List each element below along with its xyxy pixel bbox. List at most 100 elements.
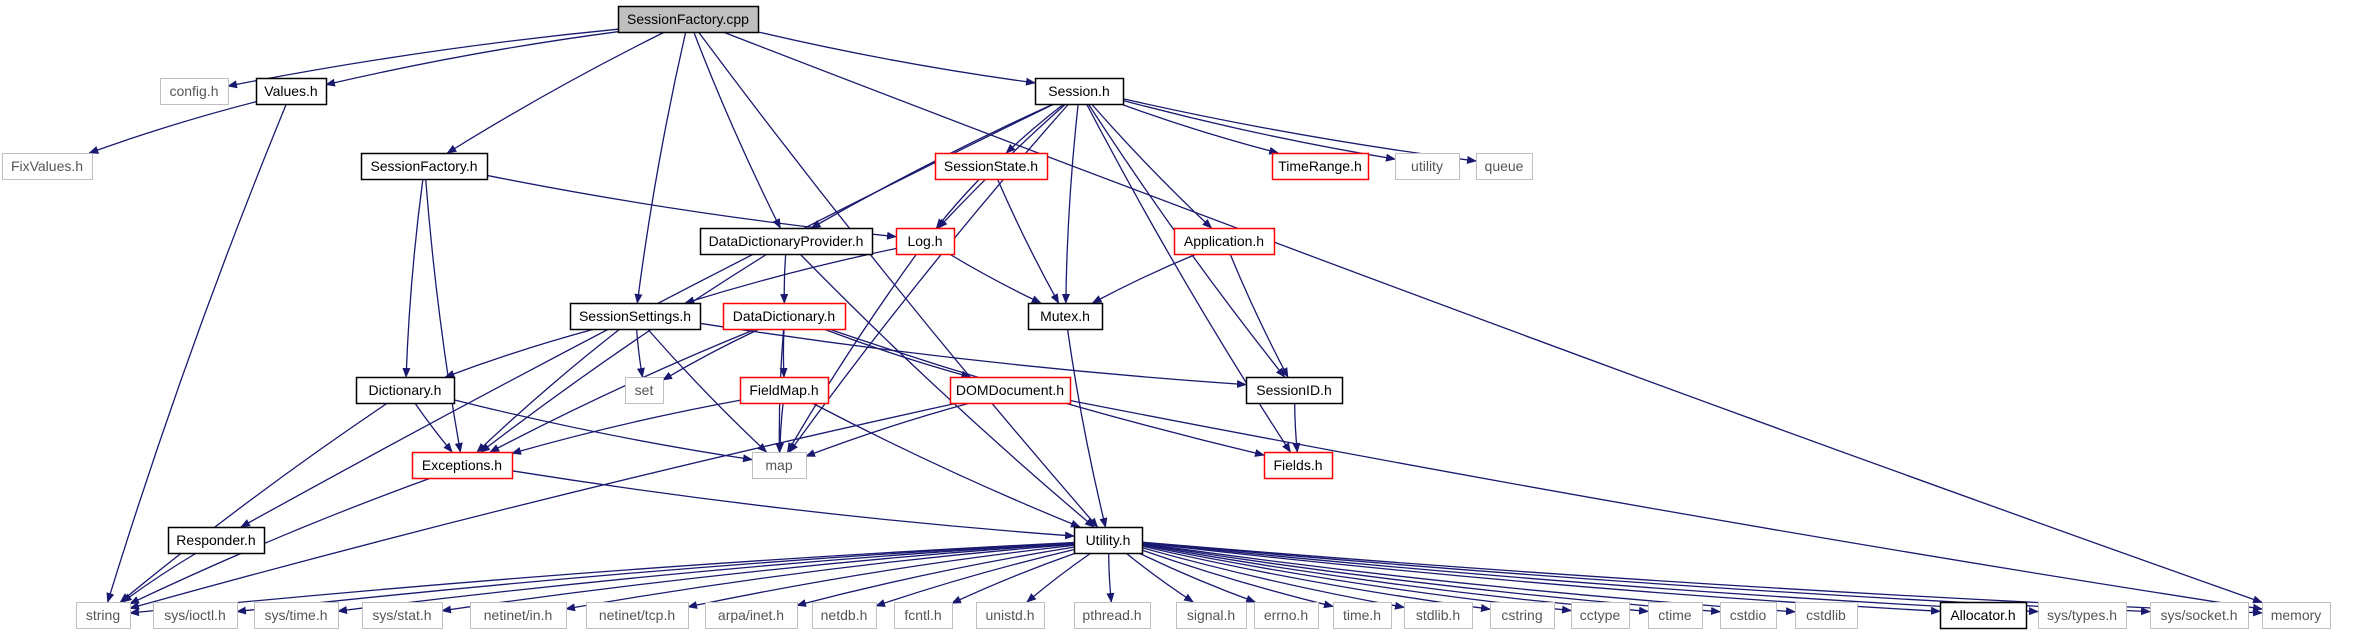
edge-utility_h-to-sys_stat_h [441,542,1075,614]
node-values_h[interactable]: Values.h [255,77,328,106]
node-box-stdlib_h [1404,602,1473,629]
node-sessionstate_h[interactable]: SessionState.h [934,152,1049,181]
edge-session_h-to-fields_h [1086,103,1291,453]
edge-datadictionaryprovider_h-to-datadictionary_h [780,253,789,304]
edge-utility_h-to-signal_h [1125,552,1194,603]
node-box-timerange_h [1271,152,1370,181]
node-box-pthread_h [1074,602,1151,629]
node-box-set [625,377,664,404]
edge-fieldmap_h-to-map [776,402,785,453]
node-label-sys_stat_h: sys/stat.h [372,607,431,623]
node-label-queue: queue [1485,158,1524,174]
node-box-sys_socket_h [2150,602,2249,629]
node-sessionfactory_cpp[interactable]: SessionFactory.cpp [617,5,760,34]
node-mutex_h[interactable]: Mutex.h [1027,302,1104,331]
node-session_h[interactable]: Session.h [1034,77,1125,106]
node-label-session_h: Session.h [1048,83,1109,99]
node-box-sys_time_h [254,602,339,629]
node-box-string [76,602,131,629]
edge-session_h-to-timerange_h [1120,103,1280,155]
node-label-string: string [86,607,120,623]
node-allocator_h[interactable]: Allocator.h [1939,601,2028,630]
node-box-responder_h [167,526,266,555]
edge-utility_h-to-arpa_inet_h [796,546,1075,607]
node-label-allocator_h: Allocator.h [1950,607,2015,623]
node-domdocument_h[interactable]: DOMDocument.h [949,376,1072,405]
node-exceptions_h[interactable]: Exceptions.h [411,451,514,480]
edge-fieldmap_h-to-exceptions_h [511,399,741,455]
node-label-cstdio: cstdio [1730,607,1767,623]
node-box-time_h [1333,602,1392,629]
node-netdb_h: netdb.h [812,602,877,629]
node-datadictionaryprovider_h[interactable]: DataDictionaryProvider.h [699,227,874,256]
node-utility_h[interactable]: Utility.h [1073,526,1144,555]
node-signal_h: signal.h [1176,602,1247,629]
node-unistd_h: unistd.h [976,602,1045,629]
edge-dictionary_h-to-exceptions_h [414,402,453,453]
node-label-timerange_h: TimeRange.h [1278,158,1362,174]
node-label-domdocument_h: DOMDocument.h [956,382,1064,398]
node-set: set [625,377,664,404]
node-box-sys_stat_h [362,602,443,629]
node-box-exceptions_h [411,451,514,480]
node-application_h[interactable]: Application.h [1173,227,1276,256]
node-cctype: cctype [1571,602,1630,629]
edge-utility_h-to-pthread_h [1106,552,1115,603]
edge-utility_h-to-sys_ioctl_h [236,542,1075,615]
edge-application_h-to-mutex_h [1091,253,1197,304]
edge-domdocument_h-to-memory [1069,399,2263,612]
node-box-application_h [1173,227,1276,256]
node-config_h: config.h [160,78,229,105]
edge-sessionfactory_cpp-to-values_h [325,31,619,87]
node-box-dictionary_h [355,376,456,405]
edge-sessionsettings_h-to-sessionid_h [699,322,1247,388]
node-sessionsettings_h[interactable]: SessionSettings.h [569,302,702,331]
node-fieldmap_h[interactable]: FieldMap.h [739,376,830,405]
node-sessionid_h[interactable]: SessionID.h [1245,376,1344,405]
node-netinet_tcp_h: netinet/tcp.h [586,602,689,629]
edge-datadictionary_h-to-domdocument_h [823,328,972,379]
node-datadictionary_h[interactable]: DataDictionary.h [722,302,847,331]
edge-datadictionary_h-to-exceptions_h [489,328,757,453]
node-label-datadictionaryprovider_h: DataDictionaryProvider.h [709,233,864,249]
node-timerange_h[interactable]: TimeRange.h [1271,152,1370,181]
node-fields_h[interactable]: Fields.h [1263,451,1334,480]
node-cstring: cstring [1490,602,1555,629]
node-box-map [752,452,807,479]
node-stdlib_h: stdlib.h [1404,602,1473,629]
node-sessionfactory_h[interactable]: SessionFactory.h [360,152,489,181]
node-log_h[interactable]: Log.h [895,227,956,256]
node-memory: memory [2262,602,2331,629]
edge-sessionfactory_cpp-to-sessionfactory_h [446,31,665,154]
node-responder_h[interactable]: Responder.h [167,526,266,555]
edge-session_h-to-utility [1122,99,1396,162]
edge-utility_h-to-sys_socket_h [1141,541,2151,616]
node-label-log_h: Log.h [907,233,942,249]
node-label-values_h: Values.h [264,83,317,99]
edge-sessionid_h-to-fields_h [1292,402,1301,453]
node-label-ctime: ctime [1658,607,1692,623]
edge-sessionsettings_h-to-exceptions_h [476,328,621,453]
node-utility: utility [1395,153,1460,180]
edge-application_h-to-sessionid_h [1229,253,1289,378]
edge-sessionstate_h-to-mutex_h [996,178,1060,304]
node-box-fixvalues_h [2,153,93,180]
node-label-fields_h: Fields.h [1273,457,1322,473]
node-label-netinet_tcp_h: netinet/tcp.h [599,607,675,623]
node-label-datadictionary_h: DataDictionary.h [733,308,835,324]
node-dictionary_h[interactable]: Dictionary.h [355,376,456,405]
node-label-sys_time_h: sys/time.h [264,607,327,623]
edge-datadictionaryprovider_h-to-exceptions_h [480,253,768,453]
node-netinet_in_h: netinet/in.h [470,602,567,629]
node-box-cstring [1490,602,1555,629]
edge-session_h-to-datadictionaryprovider_h [810,103,1054,229]
node-box-fcntl_h [894,602,953,629]
node-label-fieldmap_h: FieldMap.h [749,382,818,398]
node-box-netinet_tcp_h [586,602,689,629]
node-label-dictionary_h: Dictionary.h [369,382,442,398]
node-box-errno_h [1254,602,1319,629]
edge-utility_h-to-unistd_h [1026,552,1092,603]
node-label-netdb_h: netdb.h [821,607,868,623]
node-label-pthread_h: pthread.h [1082,607,1141,623]
edge-utility_h-to-netdb_h [875,549,1075,607]
